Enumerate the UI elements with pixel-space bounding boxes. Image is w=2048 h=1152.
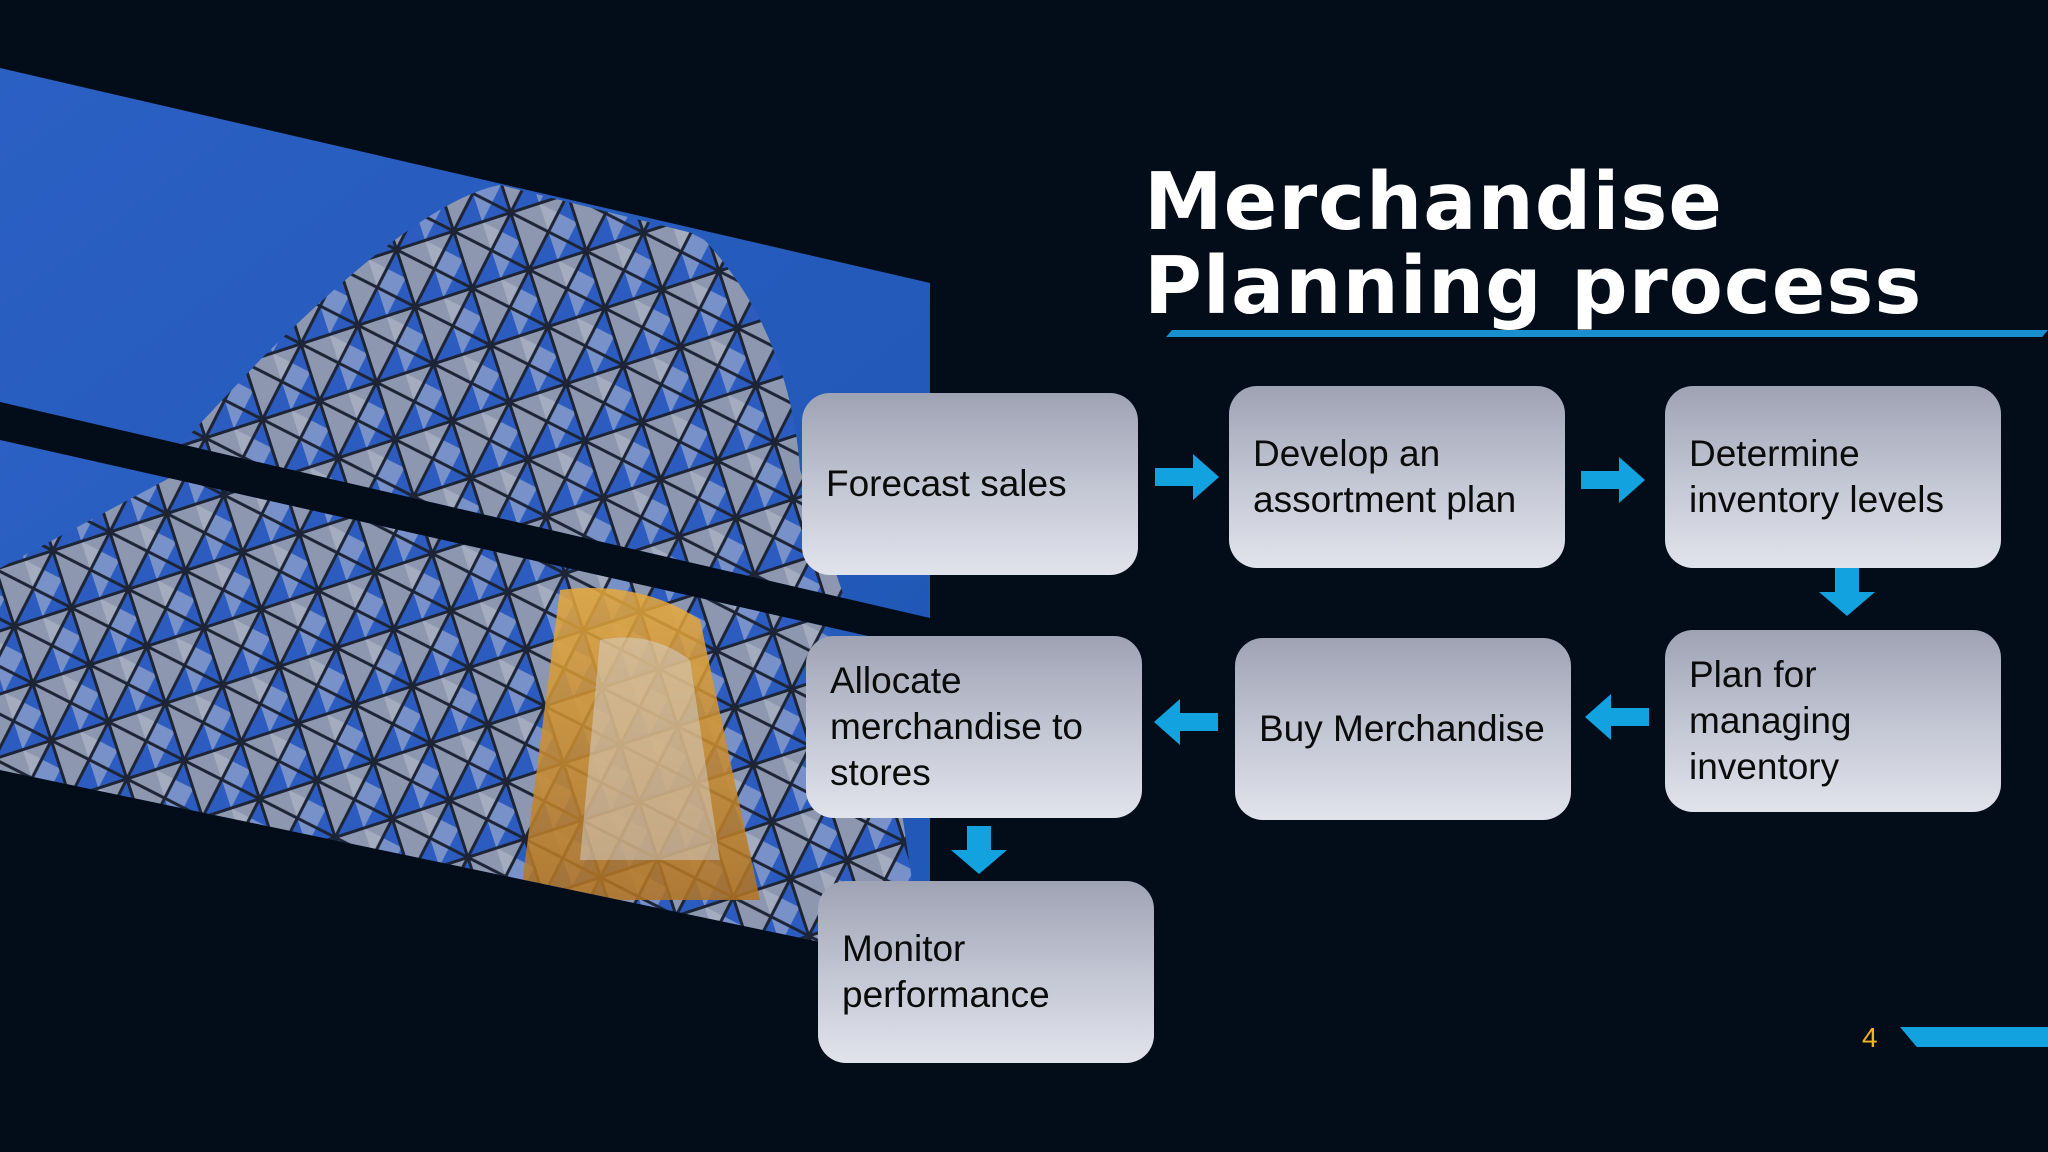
slide-title: Merchandise Planning process (1144, 160, 1922, 328)
step-label: Forecast sales (826, 463, 1067, 504)
arrow-left-icon (1154, 699, 1218, 745)
step-label: Determine inventory levels (1689, 433, 1945, 520)
arrow-left-icon (1585, 694, 1649, 740)
title-underline (1166, 330, 2048, 337)
page-number: 4 (1862, 1022, 1878, 1053)
step-label: Plan for managing inventory (1689, 654, 1852, 787)
step-label: Buy Merchandise (1259, 708, 1545, 749)
step-label: Develop an assortment plan (1253, 433, 1517, 520)
arrow-down-icon (1819, 568, 1875, 616)
step-develop-assortment-plan: Develop an assortment plan (1229, 386, 1565, 568)
arrow-right-icon (1155, 454, 1219, 500)
arrow-down-icon (951, 826, 1007, 874)
step-buy-merchandise: Buy Merchandise (1235, 638, 1571, 820)
title-line-2: Planning process (1144, 240, 1923, 332)
step-forecast-sales: Forecast sales (802, 393, 1138, 575)
step-label: Monitor performance (842, 928, 1050, 1015)
step-allocate-merchandise: Allocate merchandise to stores (806, 636, 1142, 818)
title-line-1: Merchandise (1144, 156, 1724, 248)
step-plan-managing-inventory: Plan for managing inventory (1665, 630, 2001, 812)
step-determine-inventory-levels: Determine inventory levels (1665, 386, 2001, 568)
step-monitor-performance: Monitor performance (818, 881, 1154, 1063)
step-label: Allocate merchandise to stores (830, 660, 1083, 793)
arrow-right-icon (1581, 457, 1645, 503)
footer-accent-bar (1900, 1027, 2048, 1047)
